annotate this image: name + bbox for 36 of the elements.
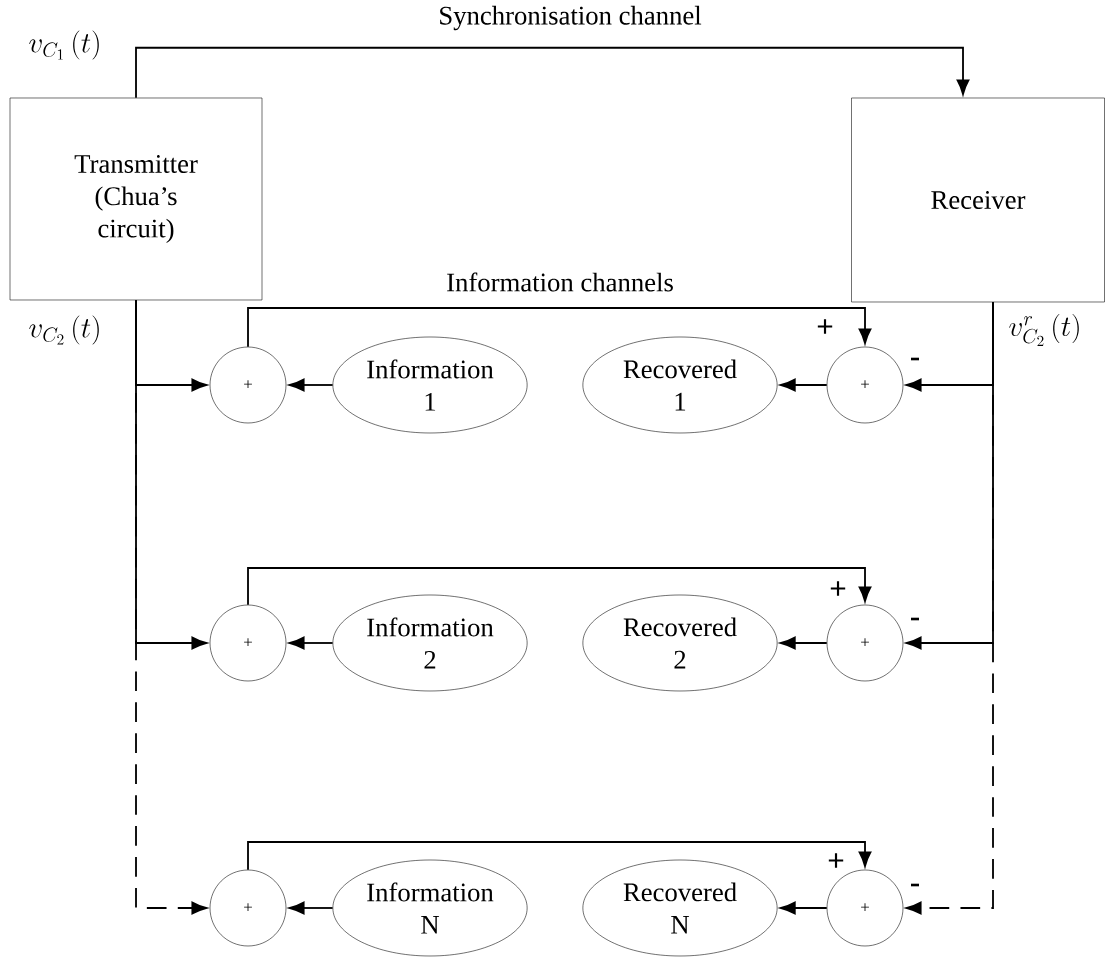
arrow	[135, 46, 970, 99]
arrow	[247, 307, 872, 348]
sign-label: -	[911, 357, 920, 361]
edge-label: Information channels	[443, 269, 677, 295]
arrow	[289, 901, 334, 915]
arrow	[906, 301, 994, 915]
ellipse-node: Recovered 1	[582, 336, 778, 434]
ellipse-node: Information 1	[332, 336, 528, 434]
summing-junction: +	[826, 604, 904, 682]
signal-label: $v_{C_2}\,(t)$	[29, 315, 99, 345]
ellipse-node: Recovered 2	[582, 594, 778, 692]
receiver-box: Receiver	[851, 97, 1105, 303]
sign-label: +	[817, 319, 833, 334]
sign-label: +	[828, 853, 844, 868]
arrow	[780, 901, 828, 915]
arrow	[247, 841, 872, 871]
arrow	[289, 378, 334, 392]
ellipse-node: Information 2	[332, 594, 528, 692]
ellipse-node: Information N	[332, 859, 528, 957]
summing-junction: +	[209, 869, 287, 947]
summing-junction: +	[826, 869, 904, 947]
ellipse-node: Recovered N	[582, 859, 778, 957]
transmitter-box: Transmitter (Chua’s circuit)	[9, 97, 263, 301]
sign-label: -	[911, 617, 920, 621]
arrow	[780, 636, 828, 650]
signal-label: $v_{C_1}\,(t)$	[29, 30, 99, 60]
arrow	[289, 636, 334, 650]
summing-junction: +	[209, 604, 287, 682]
arrow	[135, 299, 207, 915]
arrow	[780, 378, 828, 392]
sign-label: +	[830, 581, 846, 596]
summing-junction: +	[826, 346, 904, 424]
summing-junction: +	[209, 346, 287, 424]
sign-label: -	[911, 883, 920, 887]
arrow	[247, 567, 872, 606]
edge-label: Synchronisation channel	[435, 3, 705, 33]
